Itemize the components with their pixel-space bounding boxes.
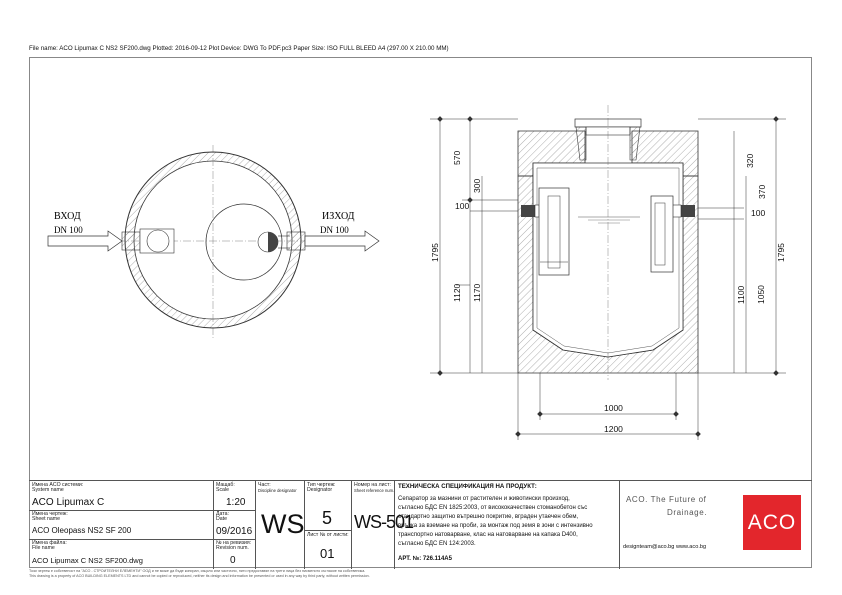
article-number: АРТ. №: 726.114A5 <box>398 556 452 562</box>
ref-value: WS-501 <box>354 512 414 532</box>
date-label: Дата: <box>216 511 229 517</box>
spec-line-4: връзка за вземане на проби, за монтаж по… <box>398 523 593 529</box>
dim-1200: 1200 <box>604 424 623 434</box>
discipline-label: Част: <box>258 482 271 488</box>
contact-info: designteam@aco.bg www.aco.bg <box>623 544 707 550</box>
section-view <box>517 105 699 380</box>
date-label-en: Date <box>216 516 227 522</box>
dim-1795-right: 1795 <box>776 243 786 262</box>
aco-logo: ACO <box>743 495 801 550</box>
spec-line-6: съгласно БДС EN 124:2003. <box>398 541 476 547</box>
aco-logo-text: ACO <box>747 511 797 534</box>
date-value: 09/2016 <box>216 526 253 537</box>
dim-370: 370 <box>757 185 767 199</box>
scale-label-en: Scale <box>216 487 229 493</box>
dim-1050: 1050 <box>756 285 766 304</box>
scale-label: Мащаб: <box>216 482 235 488</box>
outlet-arrow <box>304 230 380 252</box>
spec-title: ТЕХНИЧЕСКА СПЕЦИФИКАЦИЯ НА ПРОДУКТ: <box>398 483 537 490</box>
dimension-ticks <box>437 116 779 437</box>
sheet-no-label: Лист № от листи: <box>307 532 349 538</box>
sheet-no-value: 01 <box>320 546 335 561</box>
system-name-label: Имена ACO системи: <box>32 482 84 488</box>
plot-header: File name: ACO Lipumax C NS2 SF200.dwg P… <box>29 45 449 52</box>
slogan-line-2: Drainage. <box>667 508 708 517</box>
inlet-label: ВХОД <box>54 211 81 222</box>
type-label-en: Designator <box>307 487 333 493</box>
spec-line-2: съгласно БДС EN 1825:2003, от висококаче… <box>398 505 588 511</box>
inlet-diameter: DN 100 <box>54 225 83 235</box>
file-label-en: File name <box>32 545 55 551</box>
dim-1120: 1120 <box>452 283 462 302</box>
file-name: ACO Lipumax C NS2 SF200.dwg <box>32 556 143 565</box>
outlet-diameter: DN 100 <box>320 225 349 235</box>
inlet-arrow <box>47 230 123 252</box>
type-label: Тип чертеж: <box>307 482 336 488</box>
revision-label-en: Revision num. <box>216 545 249 551</box>
drawing-name-label-en: Sheet name <box>32 516 60 522</box>
ref-label-en: Sheet reference num. <box>354 488 395 493</box>
copyright-bg: Този чертеж е собственост на "АСО - СТРО… <box>29 569 366 573</box>
slogan-line-1: ACO. The Future of <box>626 495 707 504</box>
spec-line-1: Сепаратор за мазнини от растителен и жив… <box>398 496 570 502</box>
revision-label: № на ревизия: <box>216 540 252 546</box>
discipline-label-en: Discipline designator <box>258 488 297 493</box>
dim-100-right: 100 <box>751 208 765 218</box>
system-name-label-en: System name <box>32 487 64 493</box>
dim-1170: 1170 <box>472 283 482 302</box>
spec-line-3: стандартно защитно вътрешно покритие, вг… <box>398 514 579 520</box>
dim-320: 320 <box>745 154 755 168</box>
dim-1000: 1000 <box>604 403 623 413</box>
ref-label: Номер на лист: <box>354 482 391 488</box>
plan-view <box>47 145 380 338</box>
dim-100-left: 100 <box>455 201 469 211</box>
revision-value: 0 <box>230 555 236 566</box>
scale-value: 1:20 <box>226 497 246 508</box>
file-label: Имена файла: <box>32 540 67 546</box>
type-value: 5 <box>322 508 333 528</box>
drawing-sheet-border <box>29 57 812 568</box>
dim-570: 570 <box>452 151 462 165</box>
title-block: Имена ACO системи: System name ACO Lipum… <box>29 480 812 569</box>
discipline-value: WS <box>261 509 305 539</box>
copyright-en: This drawing is a property of ACO BUILDI… <box>29 574 370 578</box>
system-name: ACO Lipumax C <box>32 497 105 508</box>
spec-line-5: транспортно натоварване, клас на натовар… <box>398 532 578 538</box>
dim-1795-left: 1795 <box>430 243 440 262</box>
dim-1100: 1100 <box>736 285 746 304</box>
drawing-name-label: Имена чертеж: <box>32 511 68 517</box>
dim-300: 300 <box>472 179 482 193</box>
drawing-name: ACO Oleopass NS2 SF 200 <box>32 526 132 535</box>
outlet-label: ИЗХОД <box>322 211 355 222</box>
dimension-lines <box>430 118 786 440</box>
